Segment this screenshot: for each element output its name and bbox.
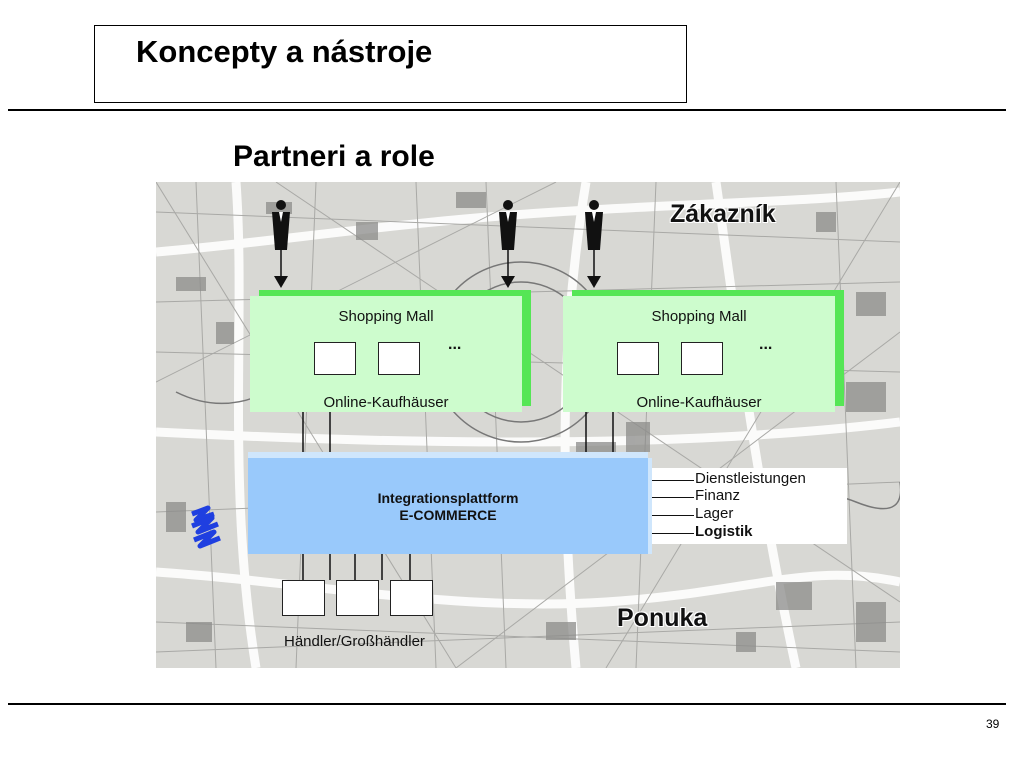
- dealers-label: Händler/Großhändler: [284, 633, 425, 650]
- bottom-divider: [8, 703, 1006, 705]
- service-connector: [652, 497, 694, 498]
- offer-label: Ponuka: [617, 604, 708, 632]
- shop-box: [378, 342, 420, 375]
- platform-line-2: E-COMMERCE: [399, 507, 497, 523]
- platform-label: Integrationsplattform E-COMMERCE: [248, 490, 648, 524]
- service-dienstleistungen: Dienstleistungen: [695, 470, 806, 487]
- customer-label: Zákazník: [670, 200, 776, 228]
- dealer-box: [336, 580, 379, 616]
- shop-box: [617, 342, 659, 375]
- service-connector: [652, 480, 694, 481]
- person-in-suit-icon: [272, 200, 290, 250]
- dealer-box: [390, 580, 433, 616]
- mall-subtitle: Online-Kaufhäuser: [636, 394, 762, 411]
- services-list: Dienstleistungen Finanz Lager Logistik: [652, 468, 847, 544]
- service-finanz: Finanz: [695, 487, 741, 504]
- mall-title: Shopping Mall: [651, 308, 747, 325]
- service-logistik: Logistik: [695, 523, 753, 540]
- service-connector: [652, 515, 694, 516]
- service-connector: [652, 533, 694, 534]
- shopping-mall-left: Shopping Mall ... Online-Kaufhäuser: [250, 296, 522, 412]
- mall-subtitle: Online-Kaufhäuser: [323, 394, 449, 411]
- title-box: [94, 25, 687, 103]
- slide-subtitle: Partneri a role: [233, 140, 435, 173]
- more-shops-ellipsis: ...: [448, 336, 462, 353]
- person-in-suit-icon: [499, 200, 517, 250]
- mall-title: Shopping Mall: [338, 308, 434, 325]
- dealer-box: [282, 580, 325, 616]
- slide-title: Koncepty a nástroje: [136, 34, 433, 69]
- person-in-suit-icon: [585, 200, 603, 250]
- shop-box: [314, 342, 356, 375]
- more-shops-ellipsis: ...: [759, 336, 773, 353]
- page-number: 39: [986, 717, 1000, 731]
- blue-zigzag-logo-icon: [191, 505, 221, 549]
- shop-box: [681, 342, 723, 375]
- service-lager: Lager: [695, 505, 734, 522]
- top-divider: [8, 109, 1006, 111]
- integration-platform: Integrationsplattform E-COMMERCE: [248, 458, 648, 554]
- shopping-mall-right: Shopping Mall ... Online-Kaufhäuser: [563, 296, 835, 412]
- platform-line-1: Integrationsplattform: [377, 490, 519, 506]
